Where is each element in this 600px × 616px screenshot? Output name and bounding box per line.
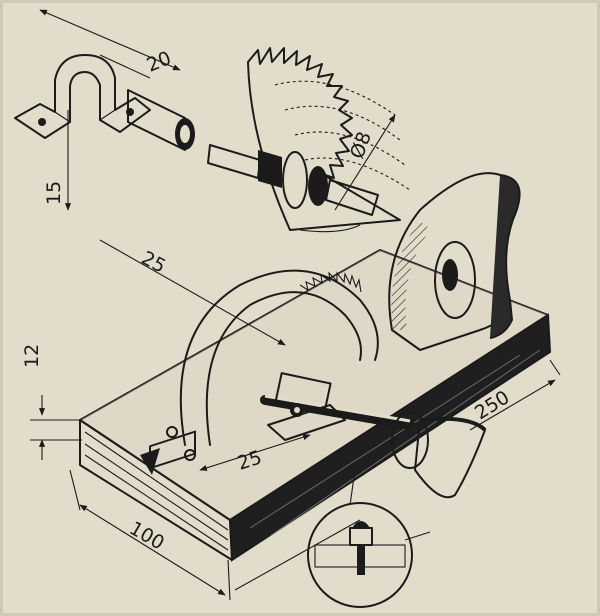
blade-guard	[140, 269, 379, 475]
dim-clamp-height: 15	[43, 181, 65, 205]
saw-blade-icon	[247, 47, 411, 233]
axle-assembly	[260, 372, 415, 441]
bracket-hole	[434, 241, 476, 319]
motor-bracket	[388, 172, 521, 351]
handle-grip	[391, 411, 487, 499]
dim-board-thickness: 12	[21, 344, 43, 368]
dimension-lines	[30, 9, 561, 601]
detail-circle	[307, 469, 431, 608]
